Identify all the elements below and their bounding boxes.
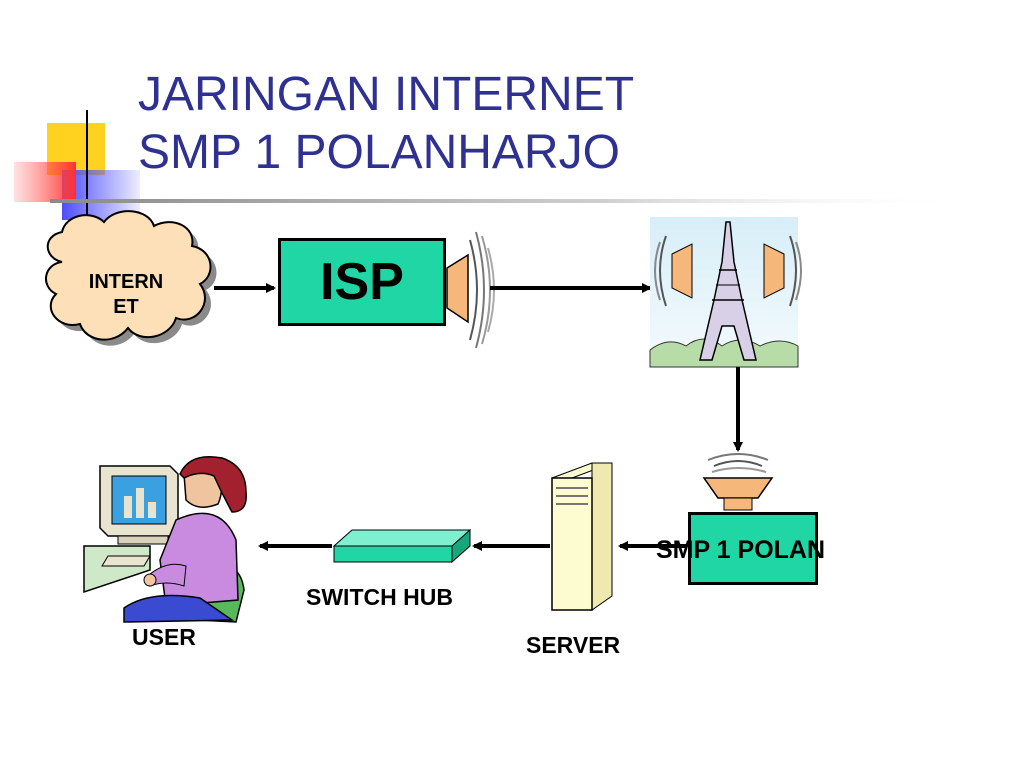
smp-box	[688, 512, 818, 585]
isp-signal-icon	[446, 231, 495, 349]
switch-hub-label: SWITCH HUB	[306, 584, 453, 610]
isp-box: ISP	[278, 238, 446, 326]
server-label: SERVER	[526, 632, 621, 658]
title-decoration	[14, 110, 970, 222]
title-rule	[50, 199, 970, 203]
switch-hub-icon	[332, 528, 472, 564]
cloud-icon	[45, 210, 217, 346]
receiver-dish-icon	[702, 453, 774, 511]
user-at-computer-icon	[83, 456, 247, 623]
title-line-1: JARINGAN INTERNET	[138, 68, 635, 121]
user-label: USER	[132, 624, 196, 650]
eiffel-tower-transmitter-icon	[649, 217, 802, 368]
title-line-2: SMP 1 POLANHARJO	[138, 126, 620, 179]
internet-label: INTERN ET	[88, 271, 164, 318]
deco-red-square	[14, 162, 76, 202]
isp-label: ISP	[320, 253, 404, 311]
smp-label: SMP 1 POLAN	[656, 536, 826, 564]
server-tower-icon	[551, 462, 613, 611]
slide-title: JARINGAN INTERNET SMP 1 POLANHARJO	[138, 66, 634, 182]
